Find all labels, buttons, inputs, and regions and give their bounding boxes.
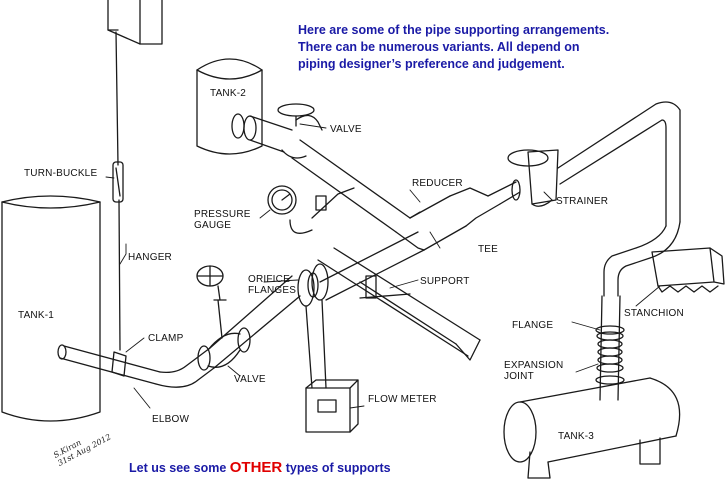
riser-pipe	[557, 101, 681, 297]
tank-2	[196, 58, 263, 155]
label-flow-meter: FLOW METER	[368, 394, 437, 405]
label-pressure-gauge: PRESSURE GAUGE	[194, 209, 251, 231]
label-valve-bottom: VALVE	[234, 374, 266, 385]
tee-and-reducer	[395, 179, 521, 251]
pressure-gauge	[267, 185, 355, 234]
label-expansion-joint: EXPANSION JOINT	[504, 360, 564, 382]
label-valve-top: VALVE	[330, 124, 362, 135]
label-tank-1: TANK-1	[18, 310, 55, 321]
ceiling-block	[107, 0, 163, 45]
footer-note: Let us see some OTHER types of supports	[129, 459, 391, 476]
support-beam	[317, 247, 481, 361]
stanchion	[651, 247, 725, 293]
header-note: Here are some of the pipe supporting arr…	[298, 22, 609, 73]
strainer	[507, 149, 559, 207]
label-elbow: ELBOW	[152, 414, 190, 425]
lower-valve	[196, 265, 251, 371]
label-reducer: REDUCER	[412, 178, 463, 189]
tank-3	[503, 377, 681, 479]
upper-pipe-run	[231, 103, 421, 233]
label-strainer: STRAINER	[556, 196, 609, 207]
label-tank-3: TANK-3	[558, 431, 595, 442]
tank-1	[1, 195, 101, 422]
clamp	[111, 351, 127, 377]
label-orifice-flanges: ORIFICE FLANGES	[248, 274, 297, 296]
header-line: There can be numerous variants. All depe…	[298, 40, 580, 54]
label-flange: FLANGE	[512, 320, 554, 331]
label-hanger: HANGER	[128, 252, 172, 263]
label-tank-2: TANK-2	[210, 88, 247, 99]
footer-text-before: Let us see some	[129, 461, 230, 475]
footer-text-after: types of supports	[282, 461, 391, 475]
hanger-rod	[112, 31, 124, 351]
header-line: Here are some of the pipe supporting arr…	[298, 23, 610, 37]
label-tee: TEE	[478, 244, 499, 255]
label-turn-buckle: TURN-BUCKLE	[24, 168, 98, 179]
flow-meter	[305, 299, 359, 433]
footer-emphasis: OTHER	[229, 459, 283, 476]
label-stanchion: STANCHION	[624, 308, 684, 319]
label-clamp: CLAMP	[148, 333, 184, 344]
label-support: SUPPORT	[420, 276, 470, 287]
expansion-joint	[595, 295, 625, 401]
orifice-flanges	[297, 263, 329, 307]
leader-lines	[105, 123, 661, 409]
header-line: piping designer’s preference and judgeme…	[298, 57, 565, 71]
